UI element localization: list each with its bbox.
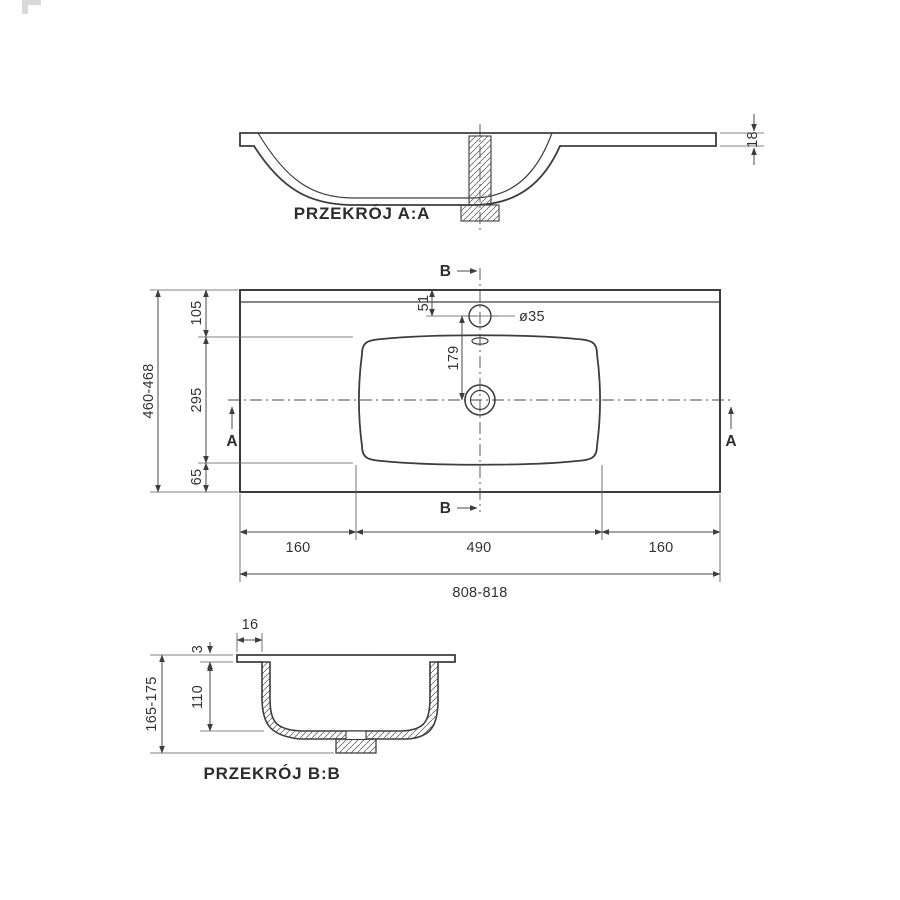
dim-text-bottom-490: 490 <box>466 540 491 556</box>
dimension-basin-depth: 110 <box>190 661 264 732</box>
marker-a-right-label: A <box>725 433 736 450</box>
plan-view: ø35 B B A A 51 <box>141 263 737 601</box>
basin-outline <box>358 334 601 466</box>
dim-text-left-overall: 460-468 <box>141 363 157 418</box>
dim-text-thickness: 18 <box>745 131 761 148</box>
dimension-total-depth: 165-175 <box>144 654 334 754</box>
section-marker-a-left: A <box>226 406 238 450</box>
dimension-chain-bottom: 160 490 160 <box>239 465 721 582</box>
dim-text-left-295: 295 <box>189 387 205 412</box>
dimension-chain-left: 105 295 65 <box>150 289 353 493</box>
drain-opening <box>345 730 367 741</box>
section-aa-title: PRZEKRÓJ A:A <box>294 204 430 223</box>
dim-text-rim-thickness: 3 <box>190 645 206 653</box>
dimension-faucet-offset: 51 <box>416 289 477 317</box>
dim-text-bottom-160-right: 160 <box>648 540 673 556</box>
dim-text-bottom-overall: 808-818 <box>452 585 507 601</box>
dim-text-drain-offset: 179 <box>446 345 462 370</box>
dim-text-basin-depth: 110 <box>190 685 206 709</box>
dim-text-total-depth: 165-175 <box>144 676 160 731</box>
basin-wall-section <box>261 661 439 740</box>
bowl-inner-curve <box>257 132 553 199</box>
sink-outline <box>239 289 721 493</box>
dimension-thickness-18: 18 <box>720 114 764 165</box>
section-marker-a-right: A <box>725 406 737 450</box>
overflow-slot <box>471 337 489 345</box>
drain-hole-outer <box>464 384 496 416</box>
section-aa-view: 18 PRZEKRÓJ A:A <box>239 114 764 231</box>
dimension-drain-offset: 179 <box>446 315 465 401</box>
marker-b-top-label: B <box>440 263 451 280</box>
dim-text-faucet-diameter: ø35 <box>519 309 545 325</box>
dim-text-rim-width: 16 <box>242 617 259 633</box>
marker-b-bottom-label: B <box>440 500 451 517</box>
drain-boss-section <box>335 738 377 754</box>
dim-text-faucet-offset: 51 <box>416 295 432 312</box>
dimension-left-overall: 460-468 <box>141 289 161 493</box>
logo-fragment <box>22 0 41 14</box>
section-bb-title: PRZEKRÓJ B:B <box>203 764 340 783</box>
section-marker-b-top: B <box>440 263 478 280</box>
section-bb-view: 16 3 110 165-175 PRZEKRÓJ B:B <box>144 617 456 783</box>
section-marker-b-bottom: B <box>440 500 478 517</box>
bowl-outer-curve <box>253 145 561 206</box>
dim-text-left-65: 65 <box>189 469 205 486</box>
dim-text-bottom-160-left: 160 <box>285 540 310 556</box>
dimension-bottom-overall: 808-818 <box>239 571 721 601</box>
dim-text-left-105: 105 <box>189 300 205 325</box>
drain-hole-inner <box>469 389 491 411</box>
dimension-rim-width: 16 <box>236 617 263 652</box>
marker-a-left-label: A <box>226 433 237 450</box>
